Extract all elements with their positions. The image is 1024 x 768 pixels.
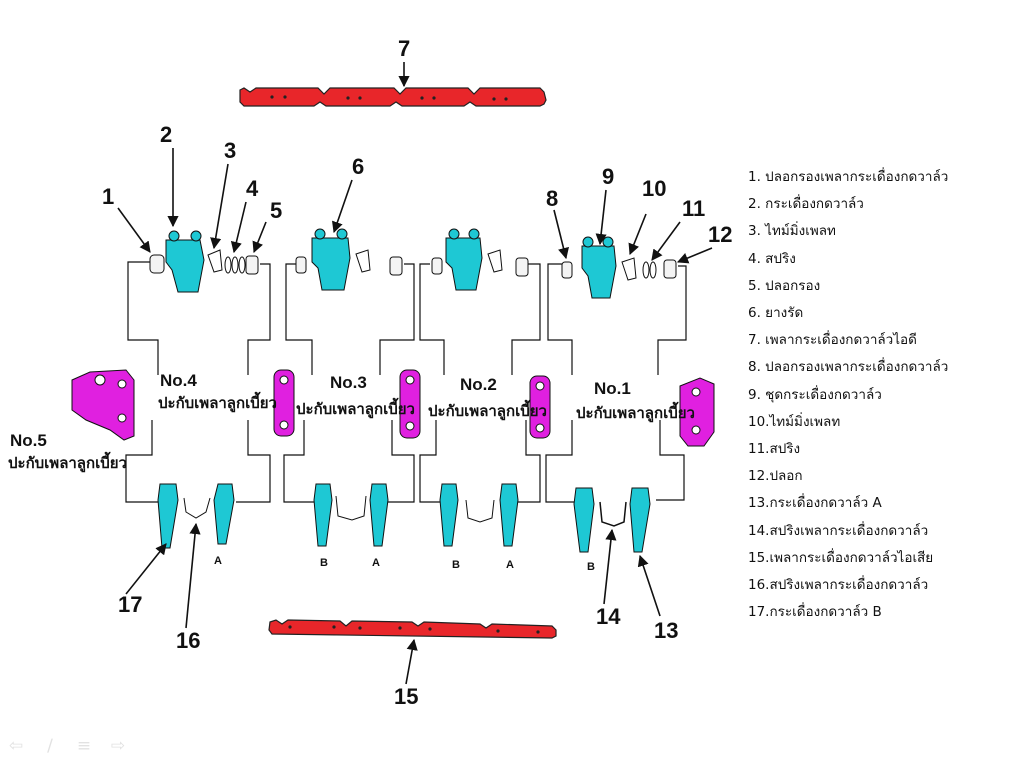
legend-item: 9. ชุดกระเดื่องกดวาล์ว xyxy=(748,386,882,403)
callout-12: 12 xyxy=(708,222,732,247)
head-outline-upper xyxy=(127,261,687,375)
parts-legend: 1. ปลอกรองเพลากระเดื่องกดวาล์ว 2. กระเดื… xyxy=(748,164,948,626)
cap-2-number: No.2 xyxy=(460,375,497,394)
callout-11: 11 xyxy=(682,196,705,221)
legend-item: 4. สปริง xyxy=(748,250,796,267)
legend-item: 16.สปริงเพลากระเดื่องกดวาล์ว xyxy=(748,577,929,594)
legend-item: 15.เพลากระเดื่องกดวาล์วไอเสีย xyxy=(748,549,934,566)
callout-17: 17 xyxy=(118,592,142,617)
callout-2: 2 xyxy=(160,122,172,147)
callout-5: 5 xyxy=(270,198,282,223)
legend-item: 10.ไทม์มิ่งเพลท xyxy=(748,413,841,430)
legend-item: 6. ยางรัด xyxy=(748,305,804,322)
callout-10: 10 xyxy=(642,176,666,201)
leader-11 xyxy=(651,221,681,261)
slideshow-nav: ⇦ ∕ ≡ ⇨ xyxy=(6,736,128,756)
mark-a: A xyxy=(506,559,514,571)
intake-rocker-shaft xyxy=(239,87,547,107)
lower-rocker-group-2 xyxy=(313,483,389,547)
legend-item: 17.กระเดื่องกดวาล์ว B xyxy=(748,604,882,621)
cap-2-caption: ปะกับเพลาลูกเบี้ยว xyxy=(428,399,547,421)
legend-item: 11.สปริง xyxy=(748,441,801,458)
leader-8 xyxy=(553,209,569,260)
lower-rocker-group-1 xyxy=(157,483,235,549)
leader-13 xyxy=(637,554,661,617)
rocker-assembly-3 xyxy=(431,228,529,291)
leader-12 xyxy=(676,247,713,264)
legend-item: 2. กระเดื่องกดวาล์ว xyxy=(748,196,864,213)
leader-10 xyxy=(628,213,647,256)
mark-b: B xyxy=(452,559,460,571)
cap-4-caption: ปะกับเพลาลูกเบี้ยว xyxy=(158,391,277,413)
pen-icon[interactable]: ∕ xyxy=(47,736,53,756)
callout-1: 1 xyxy=(102,184,114,209)
leader-3 xyxy=(210,163,229,250)
leader-4 xyxy=(230,201,247,254)
lower-rocker-group-3 xyxy=(439,483,519,547)
camshaft-cap-4 xyxy=(273,369,295,437)
rocker-assembly-1 xyxy=(149,230,259,293)
mark-b: B xyxy=(320,557,328,569)
menu-icon[interactable]: ≡ xyxy=(76,736,92,756)
camshaft-cap-1 xyxy=(679,377,715,447)
rocker-assembly-2 xyxy=(295,228,403,291)
rocker-assembly-4 xyxy=(561,236,677,299)
leader-9 xyxy=(595,189,607,246)
cap-5-number: No.5 xyxy=(10,431,47,450)
legend-item: 13.กระเดื่องกดวาล์ว A xyxy=(748,495,882,512)
legend-item: 12.ปลอก xyxy=(748,468,803,485)
leader-5 xyxy=(252,221,267,254)
leader-16 xyxy=(185,522,201,629)
callout-16: 16 xyxy=(176,628,200,653)
leader-17 xyxy=(125,543,167,595)
legend-item: 5. ปลอกรอง xyxy=(748,277,821,294)
callout-7: 7 xyxy=(398,36,410,61)
legend-item: 3. ไทม์มิ่งเพลท xyxy=(748,223,836,240)
cap-3-caption: ปะกับเพลาลูกเบี้ยว xyxy=(296,397,415,419)
head-outline-lower xyxy=(125,420,685,503)
leader-6 xyxy=(332,179,353,234)
cap-3-number: No.3 xyxy=(330,373,367,392)
camshaft-cap-2 xyxy=(529,375,551,439)
leader-15 xyxy=(405,638,418,685)
legend-item: 14.สปริงเพลากระเดื่องกดวาล์ว xyxy=(748,522,929,539)
arrow-left-icon[interactable]: ⇦ xyxy=(8,736,24,756)
callout-14: 14 xyxy=(596,604,621,629)
cap-4-number: No.4 xyxy=(160,371,197,390)
callout-8: 8 xyxy=(546,186,558,211)
legend-item: 1. ปลอกรองเพลากระเดื่องกดวาล์ว xyxy=(748,169,949,185)
cap-1-number: No.1 xyxy=(594,379,631,398)
mark-b: B xyxy=(587,561,595,573)
legend-item: 7. เพลากระเดื่องกดวาล์วไอดี xyxy=(748,332,917,349)
mark-a: A xyxy=(214,555,222,567)
callout-13: 13 xyxy=(654,618,678,643)
callout-6: 6 xyxy=(352,154,364,179)
legend-item: 8. ปลอกรองเพลากระเดื่องกดวาล์ว xyxy=(748,359,949,376)
callout-15: 15 xyxy=(394,684,418,709)
arrow-right-icon[interactable]: ⇨ xyxy=(110,736,126,756)
callout-3: 3 xyxy=(224,138,236,163)
leader-14 xyxy=(603,528,617,605)
callout-9: 9 xyxy=(602,164,614,189)
camshaft-cap-3 xyxy=(399,369,421,439)
cap-5-caption: ปะกับเพลาลูกเบี้ยว xyxy=(8,451,127,473)
callout-4: 4 xyxy=(246,176,259,201)
leader-1 xyxy=(117,207,151,253)
lower-rocker-group-4 xyxy=(573,487,651,553)
cap-1-caption: ปะกับเพลาลูกเบี้ยว xyxy=(576,401,695,423)
exhaust-rocker-shaft xyxy=(268,619,557,639)
mark-a: A xyxy=(372,557,380,569)
camshaft-cap-5 xyxy=(71,369,135,441)
